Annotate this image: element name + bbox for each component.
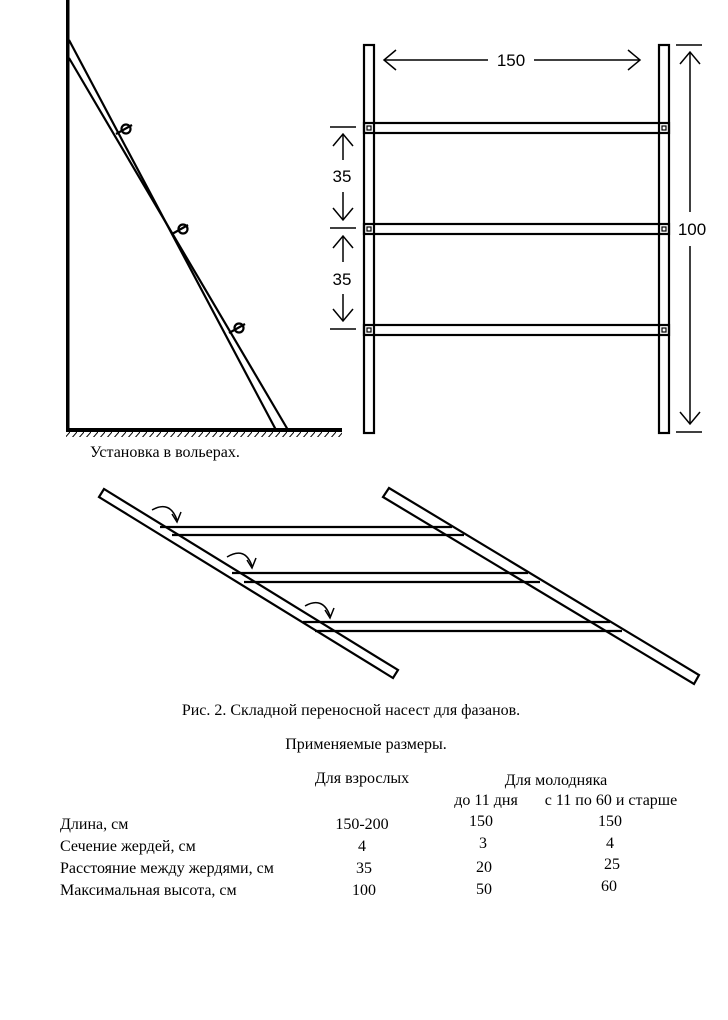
front-view: [362, 43, 671, 435]
upper-spacing-label: 35: [332, 167, 352, 186]
bolt-mark: [661, 125, 667, 131]
dimension-lines: [330, 44, 702, 433]
row-label: Максимальная высота, см: [60, 882, 237, 899]
cell-young-1: 20: [476, 859, 492, 876]
cell-adults: 35: [356, 860, 372, 877]
row-label: Расстояние между жердями, см: [60, 860, 274, 877]
folded-left-rail: [97, 487, 400, 680]
arrowhead-up: [332, 234, 354, 249]
leaning-perch: [68, 39, 289, 431]
table-title: Применяемые размеры.: [285, 736, 447, 753]
cell-young-2: 60: [601, 878, 617, 895]
cell-young-1: 150: [469, 813, 493, 830]
subheader-young-2: с 11 по 60 и старше: [544, 792, 678, 809]
cell-adults: 150-200: [335, 816, 389, 833]
bolt-mark: [661, 226, 667, 232]
arrowhead-down: [679, 411, 701, 426]
bolt-mark: [366, 125, 372, 131]
fold-arrowhead: [246, 557, 257, 570]
header-adults: Для взрослых: [314, 770, 410, 787]
arrowhead-right: [627, 49, 642, 71]
fold-rotation-arrow: [226, 552, 253, 567]
arrowhead-down: [332, 308, 354, 323]
fold-arrowhead: [324, 607, 335, 620]
cell-adults: 4: [358, 838, 366, 855]
rung-bottom: [362, 323, 671, 337]
folded-right-rail: [381, 486, 701, 686]
fold-rotation-arrow: [151, 505, 178, 521]
installation-view: [66, 0, 342, 437]
row-label: Длина, см: [60, 816, 129, 833]
rung-bolt: [120, 123, 132, 135]
fold-rotation-arrow: [304, 601, 331, 617]
arrowhead-up: [332, 132, 354, 147]
row-label: Сечение жердей, см: [60, 838, 196, 855]
arrowhead-up: [679, 50, 701, 65]
installation-caption: Установка в вольерах.: [90, 444, 240, 461]
rung-middle: [362, 222, 671, 236]
subheader-young-1: до 11 дня: [454, 792, 518, 809]
cell-young-1: 50: [476, 881, 492, 898]
perch-rail-inner: [68, 57, 289, 431]
cell-young-2: 25: [604, 856, 620, 873]
folded-perch: [97, 486, 701, 686]
width-label: 150: [496, 51, 526, 70]
bolt-mark: [661, 327, 667, 333]
arrowhead-left: [382, 49, 397, 71]
aviary-floor: [66, 428, 342, 432]
figure-caption: Рис. 2. Складной переносной насест для ф…: [181, 702, 521, 719]
fold-arrowhead: [171, 511, 182, 524]
cell-young-2: 4: [606, 835, 614, 852]
cell-adults: 100: [352, 882, 376, 899]
bolt-mark: [366, 327, 372, 333]
cell-young-1: 3: [479, 835, 487, 852]
bolt-mark: [366, 226, 372, 232]
ground-hatching: [66, 432, 342, 437]
header-young: Для молодняка: [504, 772, 608, 789]
rung-top: [362, 121, 671, 135]
rung-bolt: [177, 223, 189, 235]
rung-bolt: [233, 322, 245, 334]
left-post: [362, 43, 376, 435]
cell-young-2: 150: [598, 813, 622, 830]
aviary-wall: [66, 0, 70, 432]
right-post: [657, 43, 671, 435]
lower-spacing-label: 35: [332, 270, 352, 289]
rung-end: [171, 224, 189, 235]
arrowhead-down: [332, 207, 354, 222]
height-label: 100: [677, 220, 707, 239]
